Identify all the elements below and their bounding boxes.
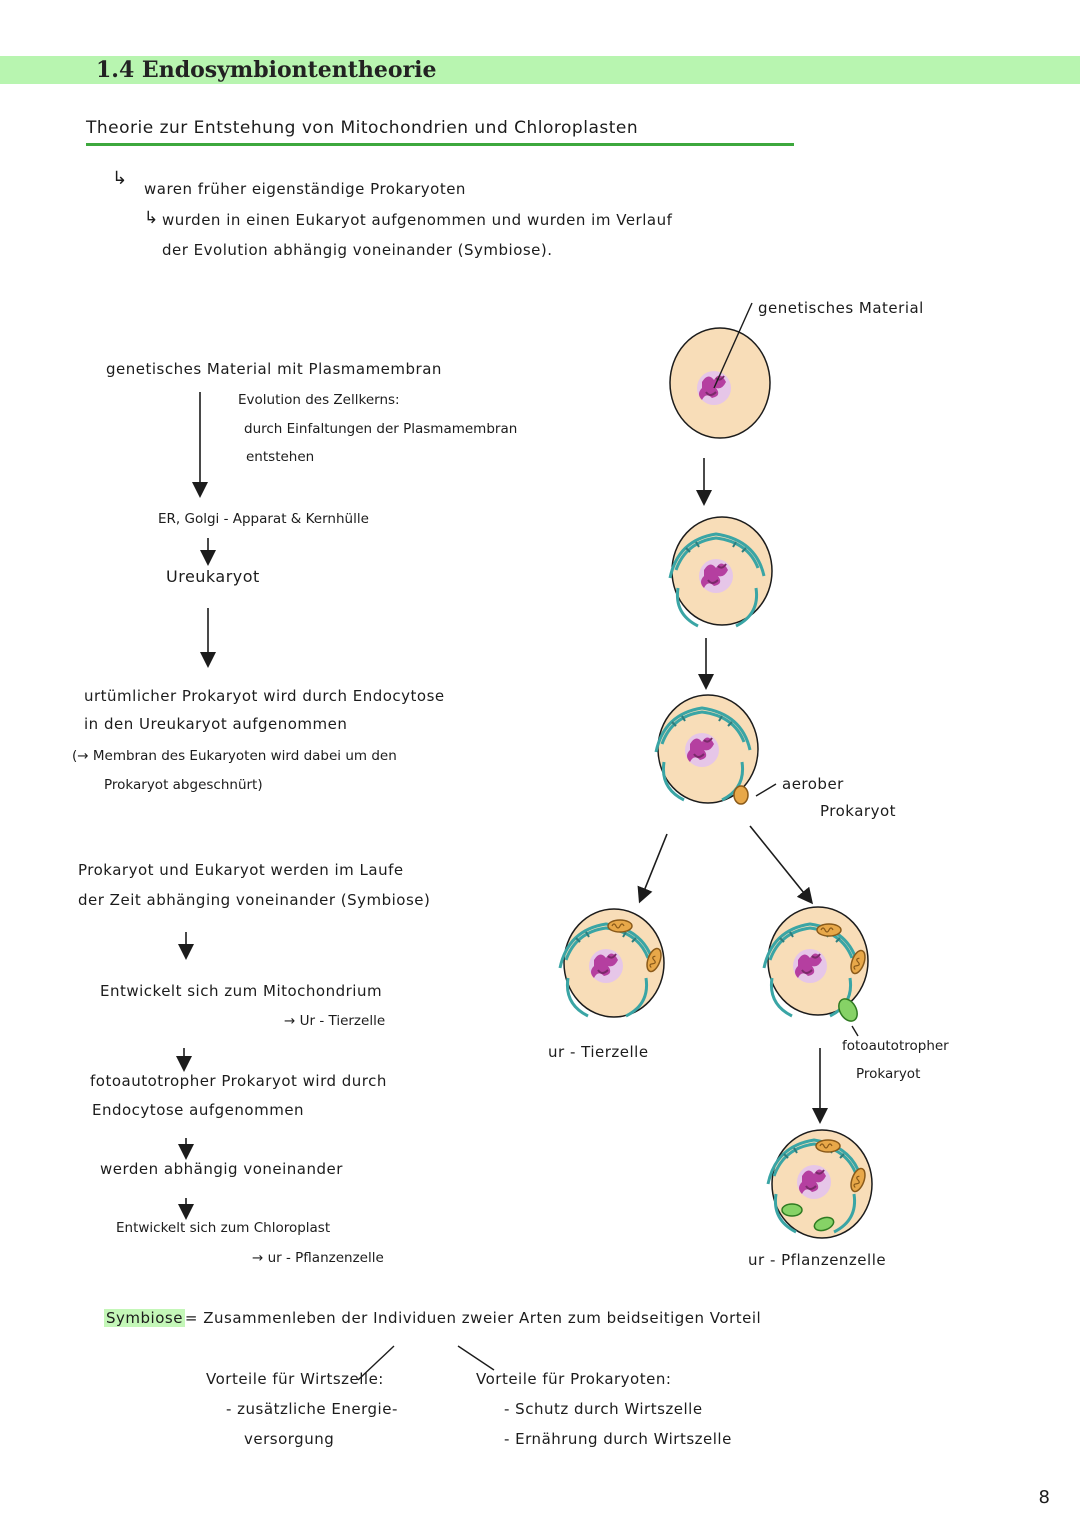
ureukaryot-text: Ureukaryot	[166, 567, 260, 586]
definition: Symbiose= Zusammenleben der Individuen z…	[104, 1309, 761, 1327]
intro-line-1: waren früher eigenständige Prokaryoten	[144, 180, 466, 198]
definition-term: Symbiose	[104, 1309, 185, 1327]
chloroplast-text: Entwickelt sich zum Chloroplast	[116, 1220, 331, 1236]
label-aerobic-2: Prokaryot	[820, 802, 897, 820]
arrow-hook-icon: ↳	[144, 208, 159, 228]
endocytosis-text-4: Prokaryot abgeschnürt)	[104, 777, 263, 793]
label-ur-pflanzenzelle: ur - Pflanzenzelle	[748, 1251, 887, 1269]
subtitle-underline	[86, 143, 794, 146]
page-title: 1.4 Endosymbiontentheorie	[96, 57, 437, 83]
endocytosis-text-3: (→ Membran des Eukaryoten wird dabei um …	[72, 748, 397, 764]
subtitle: Theorie zur Entstehung von Mitochondrien…	[86, 118, 639, 138]
label-phototroph-1: fotoautotropher	[842, 1038, 949, 1054]
evolution-text-1: Evolution des Zellkerns:	[238, 392, 400, 408]
mitochondrium-text: Entwickelt sich zum Mitochondrium	[100, 982, 383, 1000]
fotoautotroph-text-1: fotoautotropher Prokaryot wird durch	[90, 1072, 387, 1090]
prokaryote-advantages-title: Vorteile für Prokaryoten:	[476, 1370, 672, 1388]
symbiosis-text-1: Prokaryot und Eukaryot werden im Laufe	[78, 861, 404, 879]
symbiosis-text-2: der Zeit abhänging voneinander (Symbiose…	[78, 891, 431, 909]
definition-text: = Zusammenleben der Individuen zweier Ar…	[184, 1309, 762, 1327]
prokaryote-advantage-1: - Schutz durch Wirtszelle	[504, 1400, 703, 1418]
endocytosis-text-2: in den Ureukaryot aufgenommen	[84, 715, 348, 733]
host-advantage-1: - zusätzliche Energie-	[226, 1400, 398, 1418]
arrow-hook-icon: ↳	[112, 168, 128, 189]
intro-line-2: wurden in einen Eukaryot aufgenommen und…	[162, 211, 673, 229]
genetic-material-text: genetisches Material mit Plasmamembran	[106, 360, 442, 378]
intro-line-3: der Evolution abhängig voneinander (Symb…	[162, 241, 553, 259]
ur-pflanzenzelle-text: → ur - Pflanzenzelle	[252, 1250, 384, 1266]
ur-tierzelle-text: → Ur - Tierzelle	[284, 1013, 386, 1029]
evolution-text-3: entstehen	[246, 449, 315, 465]
label-aerobic-1: aerober	[782, 775, 844, 793]
prokaryote-advantage-2: - Ernährung durch Wirtszelle	[504, 1430, 732, 1448]
header-bar	[0, 56, 1080, 84]
label-genetic-material: genetisches Material	[758, 299, 924, 317]
host-advantage-2: versorgung	[244, 1430, 335, 1448]
fotoautotroph-text-2: Endocytose aufgenommen	[92, 1101, 305, 1119]
page-number: 8	[1038, 1487, 1050, 1508]
label-phototroph-2: Prokaryot	[856, 1066, 921, 1082]
endocytosis-text-1: urtümlicher Prokaryot wird durch Endocyt…	[84, 687, 445, 705]
host-advantages-title: Vorteile für Wirtszelle:	[206, 1370, 384, 1388]
label-ur-tierzelle: ur - Tierzelle	[548, 1043, 649, 1061]
dependency-text: werden abhängig voneinander	[100, 1160, 343, 1178]
evolution-text-2: durch Einfaltungen der Plasmamembran	[244, 421, 518, 437]
organelles-text: ER, Golgi - Apparat & Kernhülle	[158, 511, 369, 527]
